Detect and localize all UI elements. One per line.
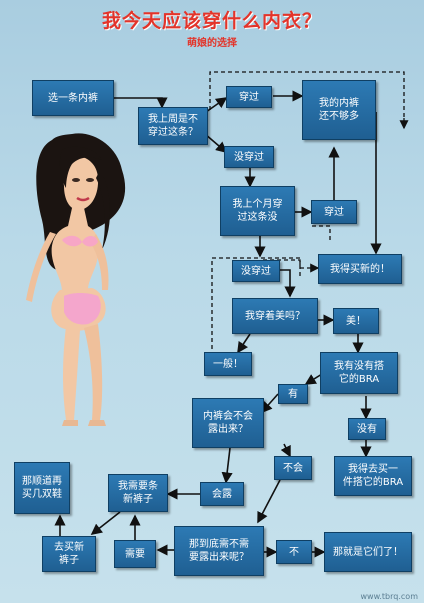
node-last-month: 我上个月穿 过这条没 — [220, 186, 295, 236]
arrow-to-wont — [280, 443, 291, 458]
page-subtitle: 萌娘的选择 — [187, 38, 237, 49]
node-thats-it: 那就是它们了！ — [324, 532, 412, 572]
node-wont: 不会 — [274, 456, 312, 480]
node-need-new: 我得买新的！ — [318, 254, 402, 284]
node-need-new-panty: 我需要条 新裤子 — [108, 474, 168, 512]
arrow-wont-to-need-to-show — [257, 479, 281, 524]
node-buy-shoes: 那顺道再 买几双鞋 — [14, 462, 70, 514]
page-title: 我今天应该穿什么内衣？ — [101, 10, 322, 32]
node-matching-bra: 我有没有搭 它的BRA — [320, 352, 398, 394]
node-no-need: 不 — [276, 540, 312, 564]
node-not-worn-1: 没穿过 — [224, 146, 274, 168]
node-buy-bra: 我得去买一 件搭它的BRA — [334, 456, 412, 496]
node-buy-new-panty: 去买新 裤子 — [42, 536, 96, 572]
arrow-to-buy-new-panty — [90, 511, 121, 535]
arrow-to-so-so — [237, 333, 251, 354]
node-will-show: 会露 — [200, 482, 244, 506]
dashed-link-mid — [310, 225, 331, 240]
woman-illustration — [26, 133, 126, 426]
node-need: 需要 — [114, 540, 156, 568]
node-need-to-show: 那到底需不需 要露出来呢？ — [174, 526, 264, 576]
node-not-worn-2: 没穿过 — [232, 260, 280, 282]
node-wore-2: 穿过 — [311, 200, 357, 224]
arrow-to-will-show — [221, 447, 233, 484]
node-pick-panty: 选一条内裤 — [32, 80, 114, 116]
arrow-to-show-out — [260, 393, 279, 414]
node-wore-last-week: 我上周是不 穿过这条？ — [138, 107, 208, 145]
watermark: www.tbrq.com — [360, 592, 418, 601]
node-pretty: 美！ — [333, 308, 379, 334]
node-show-out: 内裤会不会 露出来？ — [192, 398, 264, 448]
node-not-enough: 我的内裤 还不够多 — [302, 80, 376, 140]
node-is-pretty: 我穿着美吗？ — [232, 298, 318, 334]
arrow-to-not-worn-1 — [204, 133, 228, 154]
arrow-pick-to-wore-last-week — [114, 97, 168, 109]
node-yes: 有 — [278, 384, 308, 404]
arrow-to-is-pretty — [280, 269, 296, 298]
node-no: 没有 — [348, 418, 386, 440]
node-wore-1: 穿过 — [226, 86, 272, 108]
arrow-to-wore-1 — [205, 97, 228, 113]
node-so-so: 一般！ — [204, 352, 252, 376]
